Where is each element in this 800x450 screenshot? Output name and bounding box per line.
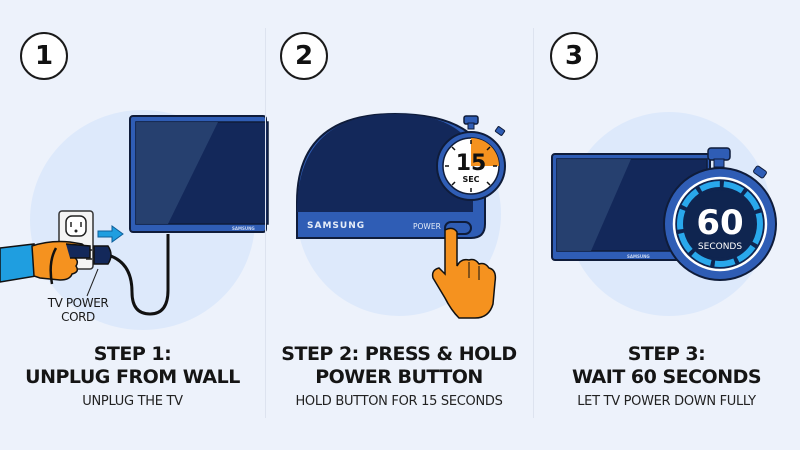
step-number-badge: 3 [550,32,598,80]
stopwatch-icon: 60 SECONDS [663,147,777,281]
step-number: 3 [564,41,584,71]
cord-label: TV POWER CORD [38,296,118,324]
step-title-line1: STEP 2: PRESS & HOLD [281,343,517,365]
step-title-line1: STEP 1: [93,343,172,365]
step-title: STEP 3: WAIT 60 SECONDS [533,343,800,389]
panel-divider [533,28,534,418]
svg-text:POWER: POWER [413,222,441,231]
cord-label-line2: CORD [61,310,95,324]
svg-text:SAMSUNG: SAMSUNG [627,254,650,259]
step-2-panel: 2 SAMSUNG POWER 15 SEC STEP 2: PR [265,0,533,450]
step-title-line2: POWER BUTTON [315,366,483,388]
step-title: STEP 2: PRESS & HOLD POWER BUTTON [265,343,533,389]
stopwatch-icon: 15 SEC [436,115,506,201]
arrow-right-icon [97,225,124,243]
svg-text:SAMSUNG: SAMSUNG [232,226,255,231]
step-3-panel: 3 SAMSUNG 60 SECONDS STEP 3: WAIT 60 SEC… [533,0,800,450]
pointing-hand-icon [431,227,497,319]
step-title: STEP 1: UNPLUG FROM WALL [0,343,265,389]
svg-text:SECONDS: SECONDS [698,242,742,252]
step-subtitle: UNPLUG THE TV [82,394,183,409]
svg-text:SAMSUNG: SAMSUNG [307,221,365,231]
step-number: 1 [34,41,54,71]
step-1-panel: 1 SAMSUNG TV POWER [0,0,269,450]
cord-label-line1: TV POWER [47,296,109,310]
step-number-badge: 1 [20,32,68,80]
step-title-line2: WAIT 60 SECONDS [571,366,762,388]
step-subtitle: LET TV POWER DOWN FULLY [577,394,756,409]
svg-text:60: 60 [696,203,743,243]
step-title-line2: UNPLUG FROM WALL [25,366,240,388]
panel-divider [265,28,266,418]
power-cord-icon [103,234,170,316]
tv-icon: SAMSUNG [129,115,269,233]
step-title-line1: STEP 3: [627,343,706,365]
step-subtitle: HOLD BUTTON FOR 15 SECONDS [295,394,503,409]
svg-text:15: 15 [456,151,487,176]
hand-icon [0,240,91,285]
step-number: 2 [294,41,314,71]
label-pointer-line [86,268,99,297]
step-number-badge: 2 [280,32,328,80]
svg-text:SEC: SEC [462,175,479,184]
tv-icon: SAMSUNG POWER [296,112,486,239]
